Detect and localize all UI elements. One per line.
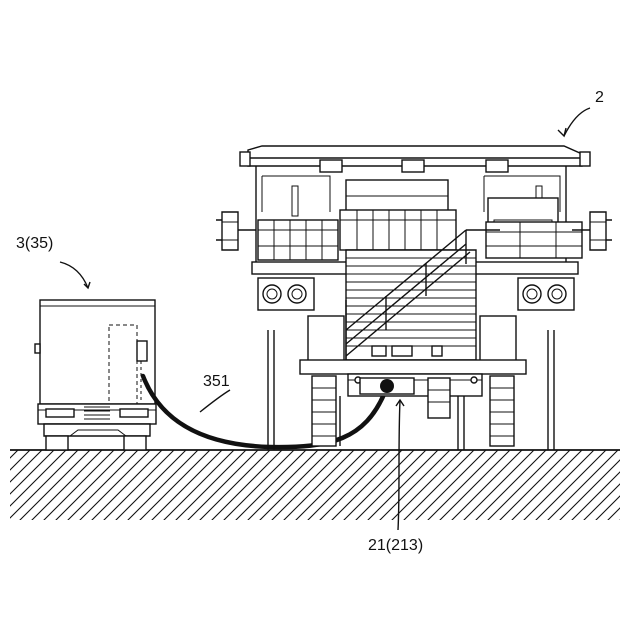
tire-right xyxy=(490,376,514,446)
label-connector: 21(213) xyxy=(368,537,423,554)
ground xyxy=(10,450,620,520)
charging-connector xyxy=(360,378,414,394)
dump-truck xyxy=(216,146,612,450)
tire-left xyxy=(312,376,336,446)
label-cable: 351 xyxy=(203,373,230,390)
headlight-left xyxy=(258,278,314,310)
label-vehicle: 3(35) xyxy=(16,235,53,252)
headlight-right xyxy=(518,278,574,310)
label-truck: 2 xyxy=(595,89,604,106)
front-staircase xyxy=(346,230,500,360)
charging-vehicle xyxy=(35,300,156,450)
